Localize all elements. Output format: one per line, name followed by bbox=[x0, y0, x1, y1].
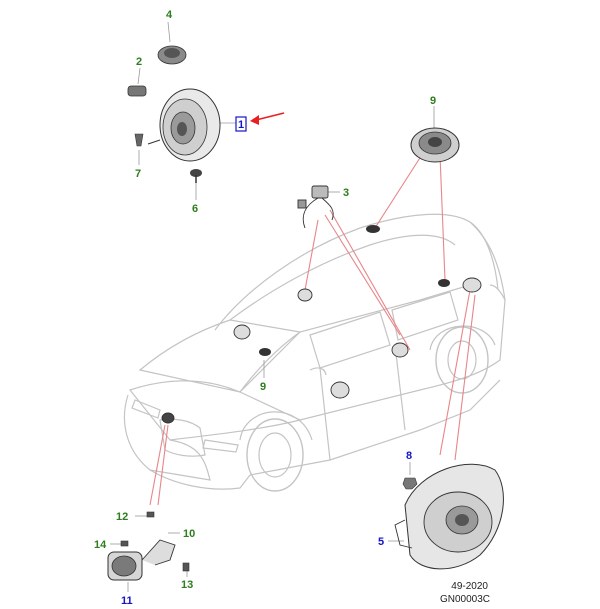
callout-14: 14 bbox=[94, 539, 107, 551]
highlight-arrow bbox=[250, 112, 285, 125]
clip-part bbox=[127, 85, 147, 97]
diagram-date: 49-2020 bbox=[451, 581, 488, 592]
callout-11: 11 bbox=[121, 595, 133, 607]
diagram-code: GN00003C bbox=[439, 594, 490, 605]
callout-3: 3 bbox=[343, 187, 349, 199]
callout-6: 6 bbox=[192, 203, 198, 215]
callout-1-box bbox=[235, 116, 247, 132]
screw-part bbox=[134, 133, 144, 147]
callout-13: 13 bbox=[181, 579, 193, 591]
callout-4: 4 bbox=[166, 9, 173, 21]
callout-8: 8 bbox=[406, 450, 412, 462]
leader-lines bbox=[149, 149, 476, 506]
callout-12: 12 bbox=[116, 511, 128, 523]
callout-5: 5 bbox=[378, 536, 384, 548]
mounting-spots bbox=[259, 225, 450, 356]
door-speaker-part bbox=[147, 88, 221, 162]
vehicle-outline bbox=[123, 213, 506, 492]
callout-7: 7 bbox=[135, 168, 141, 180]
tweeter-harness-part bbox=[297, 185, 334, 229]
callout-10: 10 bbox=[183, 528, 195, 540]
subwoofer-part bbox=[394, 463, 504, 570]
tweeter-part bbox=[157, 45, 187, 65]
bolt-parts bbox=[120, 511, 190, 572]
horn-part bbox=[107, 539, 176, 581]
roof-speaker-part bbox=[410, 127, 460, 163]
rivet-part bbox=[190, 169, 202, 183]
installed-speakers bbox=[161, 277, 482, 424]
callout-9-center: 9 bbox=[260, 381, 266, 393]
callout-1: 1 bbox=[238, 119, 244, 131]
callout-2: 2 bbox=[136, 56, 142, 68]
callout-9-top: 9 bbox=[430, 95, 436, 107]
nut-part bbox=[402, 477, 418, 490]
